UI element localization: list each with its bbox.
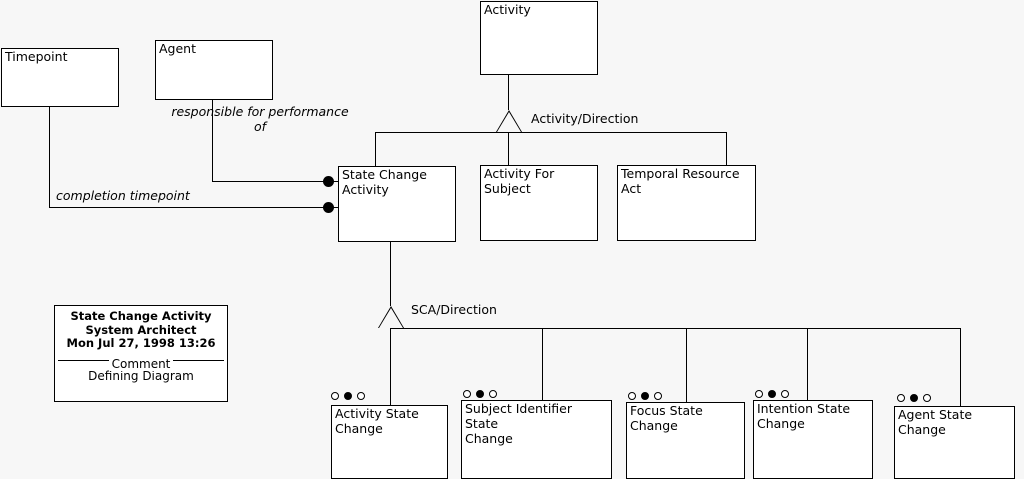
generalization-drop-activity-for-subject <box>508 132 509 165</box>
association-line-agent-vertical <box>212 100 213 181</box>
generalization-drop-state-change-activity <box>375 132 376 166</box>
class-box-agent[interactable]: Agent <box>155 40 273 100</box>
adornment-circle-open-icon <box>654 392 662 400</box>
legend-box[interactable]: State Change Activity System Architect M… <box>54 305 228 402</box>
adornment-circle-open-icon <box>463 390 471 398</box>
adornment-circle-open-icon <box>489 390 497 398</box>
association-line-timepoint-vertical <box>49 107 50 207</box>
adornment-circle-open-icon <box>357 392 365 400</box>
adornment-circle-open-icon <box>897 394 905 402</box>
adornment-circles-subject-identifier-state-change <box>463 390 497 398</box>
generalization-drop-agent-state-change <box>960 328 961 406</box>
legend-title: State Change Activity System Architect M… <box>66 309 216 350</box>
legend-separator: Comment <box>55 353 227 371</box>
class-name-activity-for-subject: Activity For Subject <box>484 166 555 196</box>
class-name-activity-state-change: Activity State Change <box>335 406 419 436</box>
association-line-agent-horizontal <box>212 181 338 182</box>
class-box-subject-identifier-state-change[interactable]: Subject Identifier State Change <box>461 400 612 479</box>
class-name-focus-state-change: Focus State Change <box>630 403 703 433</box>
legend-separator-rule-left <box>58 359 116 361</box>
class-box-focus-state-change[interactable]: Focus State Change <box>626 402 745 479</box>
class-box-activity[interactable]: Activity <box>480 1 598 75</box>
class-name-activity: Activity <box>484 2 531 17</box>
generalization-stem-sca <box>390 242 391 306</box>
adornment-circle-open-icon <box>781 390 789 398</box>
adornment-circle-open-icon <box>755 390 763 398</box>
adornment-circles-focus-state-change <box>628 392 662 400</box>
adornment-circle-filled-icon <box>768 390 776 398</box>
adornment-circles-activity-state-change <box>331 392 365 400</box>
generalization-drop-temporal-resource-act <box>726 132 727 165</box>
adornment-circle-filled-icon <box>476 390 484 398</box>
generalization-drop-focus-state-change <box>686 328 687 402</box>
adornment-circles-agent-state-change <box>897 394 931 402</box>
generalization-label-activity-direction: Activity/Direction <box>531 111 639 126</box>
class-box-activity-state-change[interactable]: Activity State Change <box>331 405 448 479</box>
generalization-drop-intention-state-change <box>807 328 808 400</box>
association-line-timepoint-horizontal <box>49 207 338 208</box>
adornment-circles-intention-state-change <box>755 390 789 398</box>
generalization-bar-activity-direction <box>375 132 726 133</box>
class-box-temporal-resource-act[interactable]: Temporal Resource Act <box>617 165 756 241</box>
association-label-timepoint-role: completion timepoint <box>56 188 190 203</box>
adornment-circle-filled-icon <box>344 392 352 400</box>
class-box-intention-state-change[interactable]: Intention State Change <box>753 400 873 479</box>
class-name-timepoint: Timepoint <box>5 49 68 64</box>
class-name-subject-identifier-state-change: Subject Identifier State Change <box>465 401 573 446</box>
class-name-state-change-activity: State Change Activity <box>342 167 427 197</box>
generalization-label-sca-direction: SCA/Direction <box>411 302 497 317</box>
generalization-drop-subject-identifier-state-change <box>542 328 543 400</box>
class-name-intention-state-change: Intention State Change <box>757 401 851 431</box>
legend-separator-label: Comment <box>108 356 174 371</box>
adornment-circle-open-icon <box>628 392 636 400</box>
class-box-state-change-activity[interactable]: State Change Activity <box>338 166 456 242</box>
class-box-timepoint[interactable]: Timepoint <box>1 48 119 107</box>
class-box-agent-state-change[interactable]: Agent State Change <box>894 406 1015 479</box>
class-name-temporal-resource-act: Temporal Resource Act <box>621 166 740 196</box>
adornment-circle-filled-icon <box>910 394 918 402</box>
legend-separator-rule-right <box>166 359 224 361</box>
adornment-circle-open-icon <box>923 394 931 402</box>
association-end-dot-timepoint <box>323 202 334 213</box>
class-name-agent: Agent <box>159 41 196 56</box>
association-end-dot-agent <box>323 176 334 187</box>
generalization-bar-sca-direction <box>390 328 960 329</box>
class-box-activity-for-subject[interactable]: Activity For Subject <box>480 165 598 241</box>
legend-body: Defining Diagram <box>88 368 194 383</box>
generalization-drop-activity-state-change <box>390 328 391 405</box>
generalization-stem-activity <box>508 75 509 110</box>
association-label-agent-role: responsible for performance of <box>171 104 349 134</box>
adornment-circle-open-icon <box>331 392 339 400</box>
class-name-agent-state-change: Agent State Change <box>898 407 973 437</box>
adornment-circle-filled-icon <box>641 392 649 400</box>
